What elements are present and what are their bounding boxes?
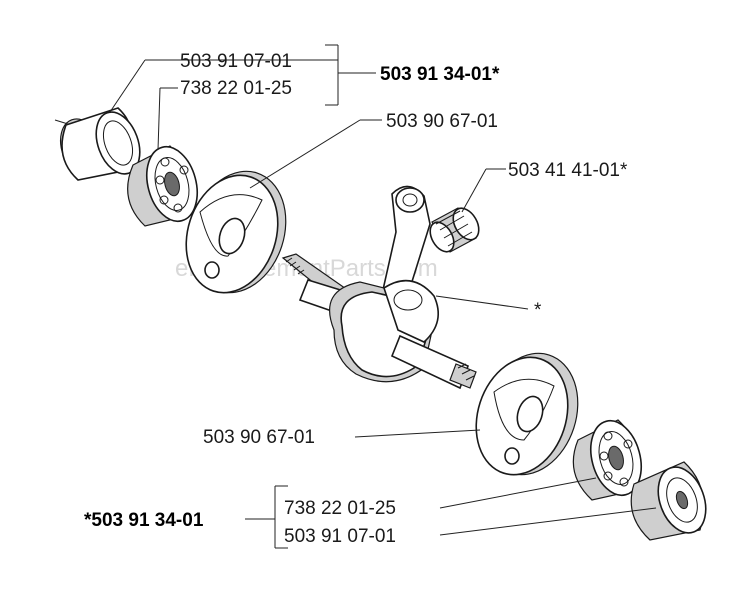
label-crankshaft: * — [534, 300, 542, 321]
label-needle-bearing: 503 41 41-01* — [508, 160, 628, 181]
crankshaft-illustration — [281, 185, 477, 390]
label-bottom-bearing-sleeve: 503 91 07-01 — [284, 526, 396, 547]
bottom-ball-bearing-illustration — [572, 419, 642, 501]
needle-bearing-illustration — [429, 207, 480, 253]
bottom-bearing-sleeve-illustration — [630, 461, 707, 541]
label-top-kit: 503 91 34-01* — [380, 64, 500, 85]
label-top-bearing-sleeve: 503 91 07-01 — [180, 51, 292, 72]
label-top-washer: 503 90 67-01 — [386, 111, 498, 132]
top-ball-bearing-illustration — [127, 145, 198, 227]
label-bottom-ball-bearing: 738 22 01-25 — [284, 498, 396, 519]
top-washer-illustration — [185, 170, 287, 294]
label-bottom-kit: *503 91 34-01 — [84, 510, 204, 531]
label-bottom-washer: 503 90 67-01 — [203, 427, 315, 448]
bottom-washer-illustration — [475, 352, 579, 476]
label-top-ball-bearing: 738 22 01-25 — [180, 78, 292, 99]
top-bearing-sleeve-illustration — [54, 107, 141, 181]
